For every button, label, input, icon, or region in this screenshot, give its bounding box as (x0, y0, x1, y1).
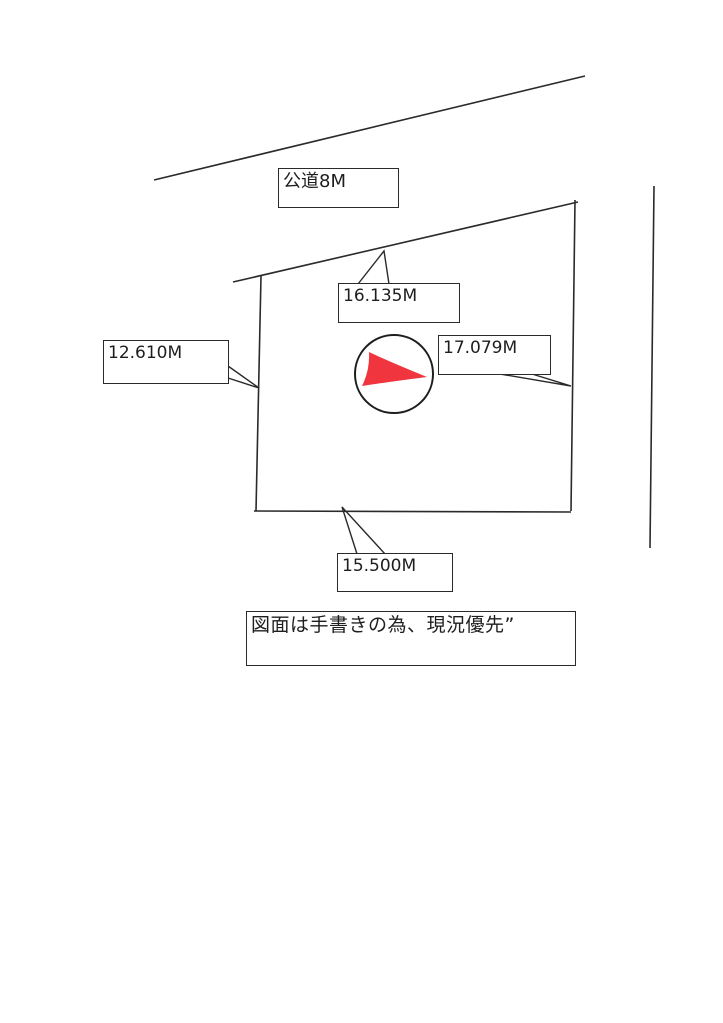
lot-outline (232, 199, 579, 513)
lot-left-edge (255, 275, 262, 512)
north-arrow-icon (354, 334, 434, 414)
dimension-bottom-label: 15.500M (337, 553, 453, 592)
pointer-bottom (341, 506, 386, 555)
lot-right-edge (570, 199, 576, 512)
right-boundary-line (649, 185, 655, 549)
road-edge-line (153, 75, 586, 181)
pointer-right (499, 373, 572, 387)
lot-bottom-edge (253, 510, 572, 513)
road-label: 公道8M (278, 168, 399, 208)
callout-pointers (227, 249, 572, 555)
pointer-left (227, 365, 260, 389)
pointer-top (357, 249, 390, 285)
dimension-right-label: 17.079M (438, 335, 551, 375)
dimension-left-label: 12.610M (103, 340, 229, 384)
lot-top-edge (232, 201, 579, 283)
dimension-top-label: 16.135M (338, 283, 460, 323)
disclaimer-note: 図面は手書きの為、現況優先” (246, 611, 576, 666)
